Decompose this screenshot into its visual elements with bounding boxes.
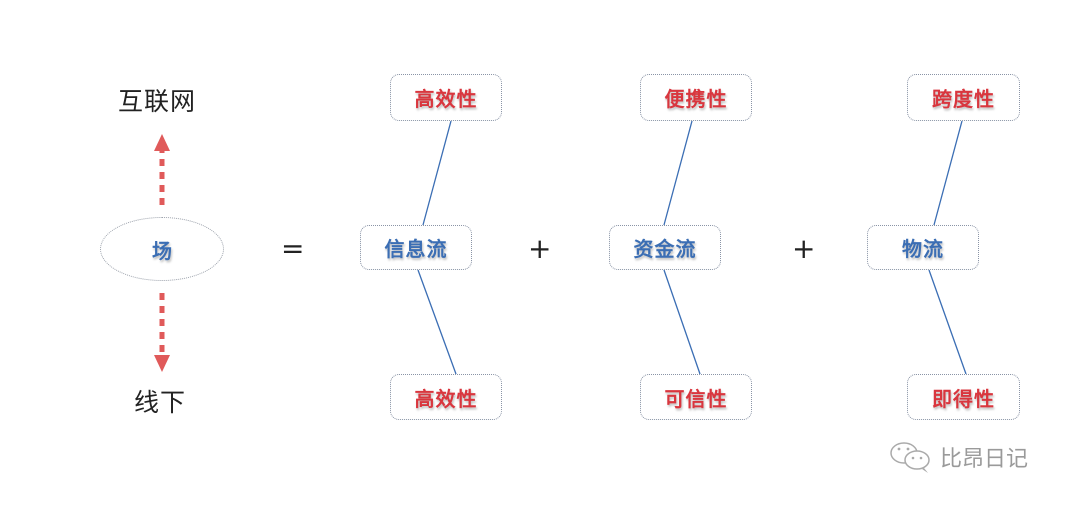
internet-label: 互联网 [118, 87, 197, 116]
flow-box-information: 信息流 [360, 225, 472, 270]
flow-box-logistics: 物流 [867, 225, 979, 270]
attr-box-portability: 便携性 [640, 74, 752, 121]
watermark: 比昂日记 [888, 440, 1028, 474]
plus-sign-2: + [792, 232, 816, 265]
arrow-down-icon [154, 293, 170, 372]
scene-ellipse: 场 [100, 217, 224, 281]
attr-box-immediacy: 即得性 [907, 374, 1020, 420]
equals-sign: = [281, 232, 305, 265]
attr-box-span: 跨度性 [907, 74, 1020, 121]
plus-sign-1: + [528, 232, 552, 265]
wechat-icon [890, 442, 930, 473]
flow-box-capital: 资金流 [609, 225, 721, 270]
arrow-up-icon [154, 134, 170, 205]
attr-box-efficiency-bottom: 高效性 [390, 374, 502, 420]
attr-box-credibility: 可信性 [640, 374, 752, 420]
attr-box-efficiency-top: 高效性 [390, 74, 502, 121]
watermark-text: 比昂日记 [940, 447, 1029, 472]
offline-label: 线下 [134, 388, 187, 417]
